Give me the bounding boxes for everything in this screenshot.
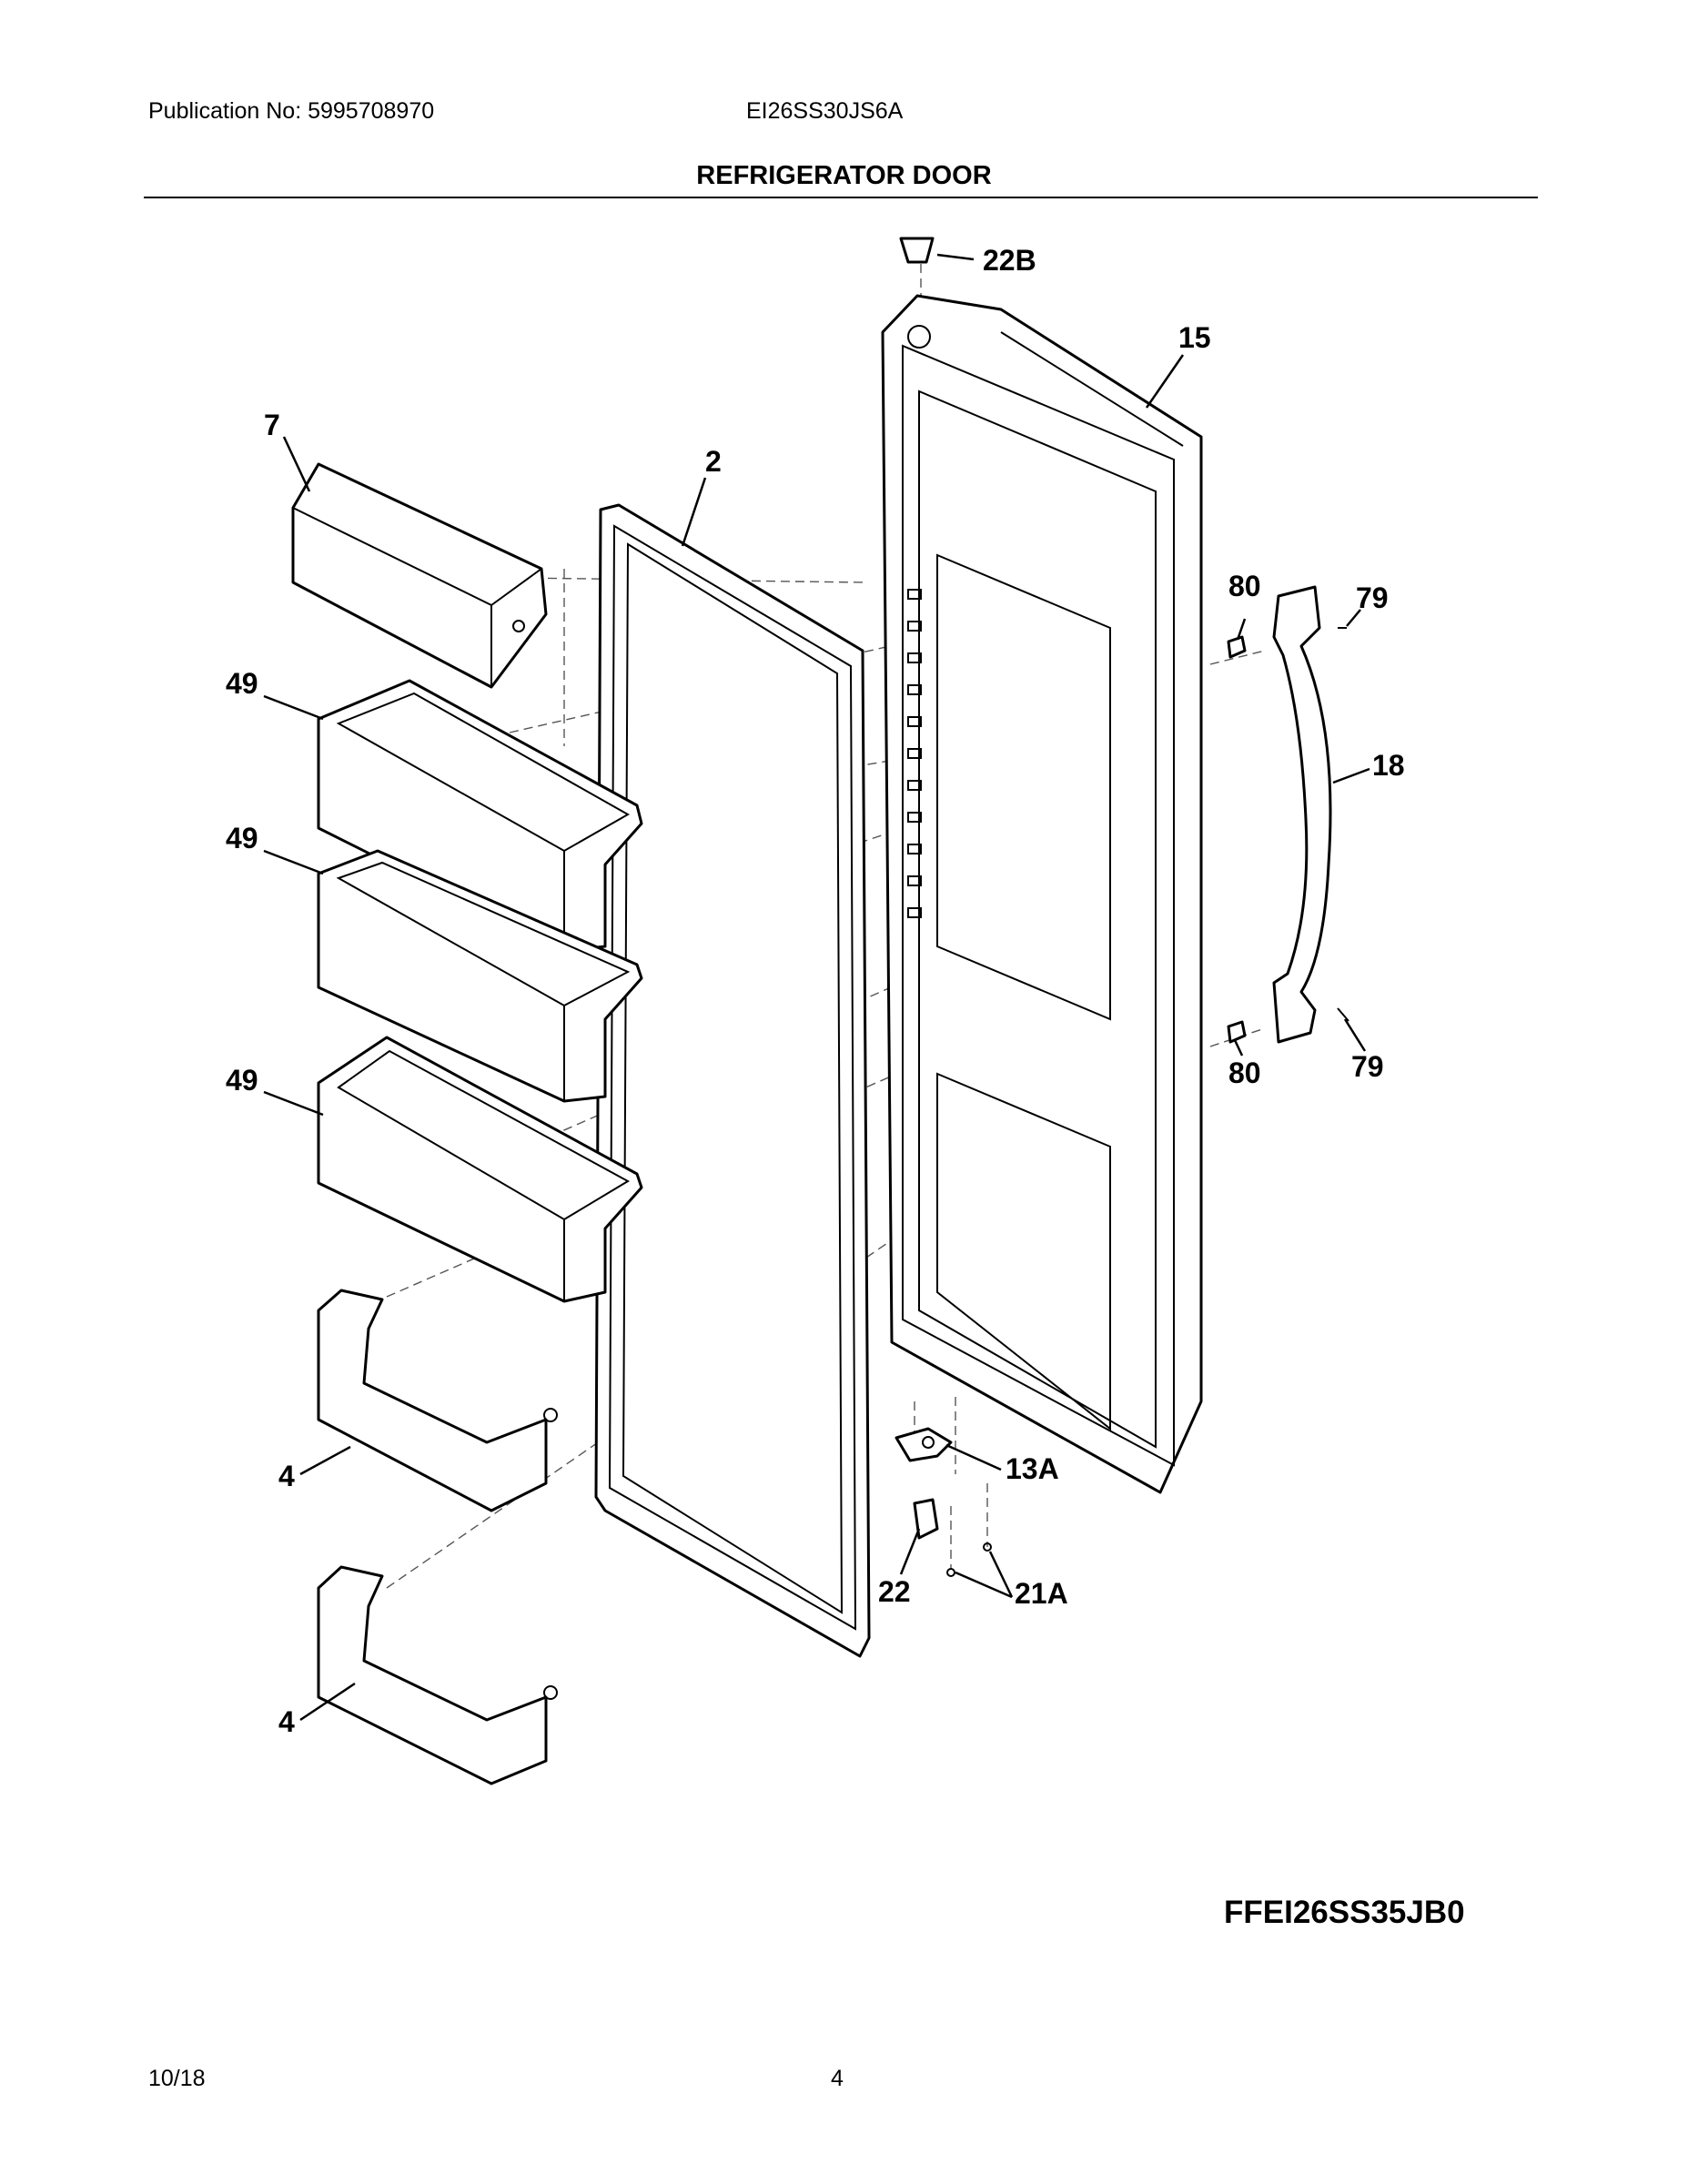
callout-21a: 21A <box>1015 1577 1068 1610</box>
callout-7: 7 <box>264 409 280 441</box>
footer-date: 10/18 <box>148 2066 206 2091</box>
callout-80-lower: 80 <box>1228 1057 1261 1089</box>
callout-15: 15 <box>1178 321 1211 354</box>
publication-number: Publication No: 5995708970 <box>148 98 435 124</box>
header-divider <box>144 197 1538 198</box>
door-gasket-part-2 <box>594 503 871 1658</box>
callout-13a: 13A <box>1006 1452 1059 1485</box>
callout-leaders <box>263 253 1370 1722</box>
door-panel-part-15 <box>881 294 1203 1494</box>
diagram-code: FFEI26SS35JB0 <box>1224 1895 1465 1930</box>
callout-49-middle: 49 <box>226 822 258 854</box>
callout-4-lower: 4 <box>278 1705 295 1738</box>
callout-22: 22 <box>878 1575 911 1608</box>
hinge-hardware <box>895 1427 992 1577</box>
callout-4-upper: 4 <box>278 1460 295 1492</box>
callout-22b: 22B <box>983 244 1036 277</box>
callout-49-upper: 49 <box>226 667 258 700</box>
storage-compartment-part-7 <box>291 462 548 689</box>
callout-labels: 22B 15 7 2 80 79 49 18 49 80 79 49 13A 4… <box>226 244 1405 1738</box>
callout-49-lower: 49 <box>226 1064 258 1097</box>
callout-80-upper: 80 <box>1228 570 1261 602</box>
door-bin-part-4-lower <box>317 1565 558 1785</box>
door-shelf-supports <box>907 589 922 918</box>
hinge-cap-part-22b <box>899 237 935 264</box>
callout-79-lower: 79 <box>1351 1050 1384 1083</box>
callout-2: 2 <box>705 445 722 478</box>
door-handle-part-18 <box>1272 585 1332 1044</box>
callout-79-upper: 79 <box>1356 581 1389 614</box>
page-title: REFRIGERATOR DOOR <box>696 161 992 190</box>
model-number: EI26SS30JS6A <box>746 98 904 124</box>
door-bin-part-49-lower <box>317 1036 643 1303</box>
callout-18: 18 <box>1372 749 1405 782</box>
door-bin-part-49-middle <box>317 849 643 1103</box>
door-bin-part-4-upper <box>317 1289 558 1512</box>
page-number: 4 <box>831 2066 844 2091</box>
